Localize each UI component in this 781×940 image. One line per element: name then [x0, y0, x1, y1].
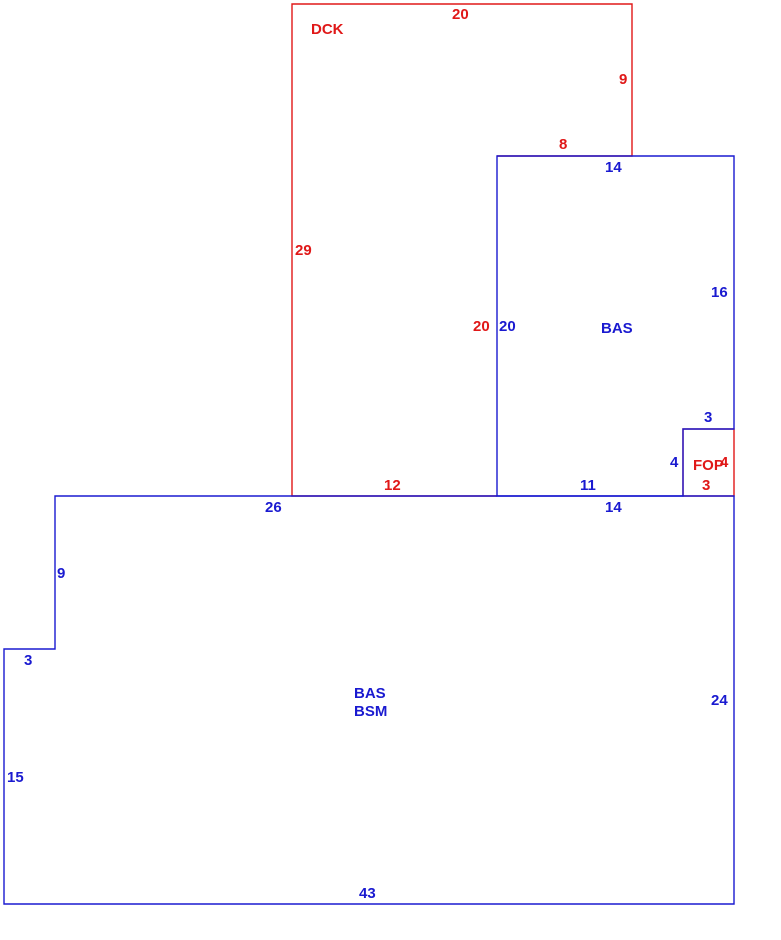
fop-area-label: FOP: [693, 457, 724, 474]
dim-bas-upper-top: 14: [605, 159, 622, 176]
dim-lower-left-upper: 9: [57, 565, 65, 582]
bas-upper-area-label: BAS: [601, 320, 633, 337]
bsm-lower-area-label: BSM: [354, 703, 387, 720]
dim-bas-upper-notch-left: 4: [670, 454, 679, 471]
dim-lower-step: 3: [24, 652, 32, 669]
dim-fop-bottom: 3: [702, 477, 710, 494]
dim-bas-upper-notch-top: 3: [704, 409, 712, 426]
dim-lower-top-left: 26: [265, 499, 282, 516]
dim-dck-inner: 20: [473, 318, 490, 335]
dim-bas-upper-left: 20: [499, 318, 516, 335]
dim-fop-right: 4: [720, 454, 729, 471]
dim-bas-upper-right: 16: [711, 284, 728, 301]
dim-lower-bottom: 43: [359, 885, 376, 902]
bas-lower-outline: [3, 495, 735, 905]
bas-lower-area-label: BAS: [354, 685, 386, 702]
dck-boundary: [291, 3, 633, 497]
dim-dck-right: 9: [619, 71, 627, 88]
dim-lower-right: 24: [711, 692, 728, 709]
dck-outline: [291, 3, 633, 497]
dim-dck-ledge: 8: [559, 136, 567, 153]
dim-dck-top: 20: [452, 6, 469, 23]
dim-dck-left: 29: [295, 242, 312, 259]
dim-lower-left: 15: [7, 769, 24, 786]
dim-dck-bottom: 12: [384, 477, 401, 494]
dim-bas-upper-bottom: 11: [580, 477, 596, 494]
dim-lower-top-right: 14: [605, 499, 622, 516]
dck-area-label: DCK: [311, 21, 344, 38]
